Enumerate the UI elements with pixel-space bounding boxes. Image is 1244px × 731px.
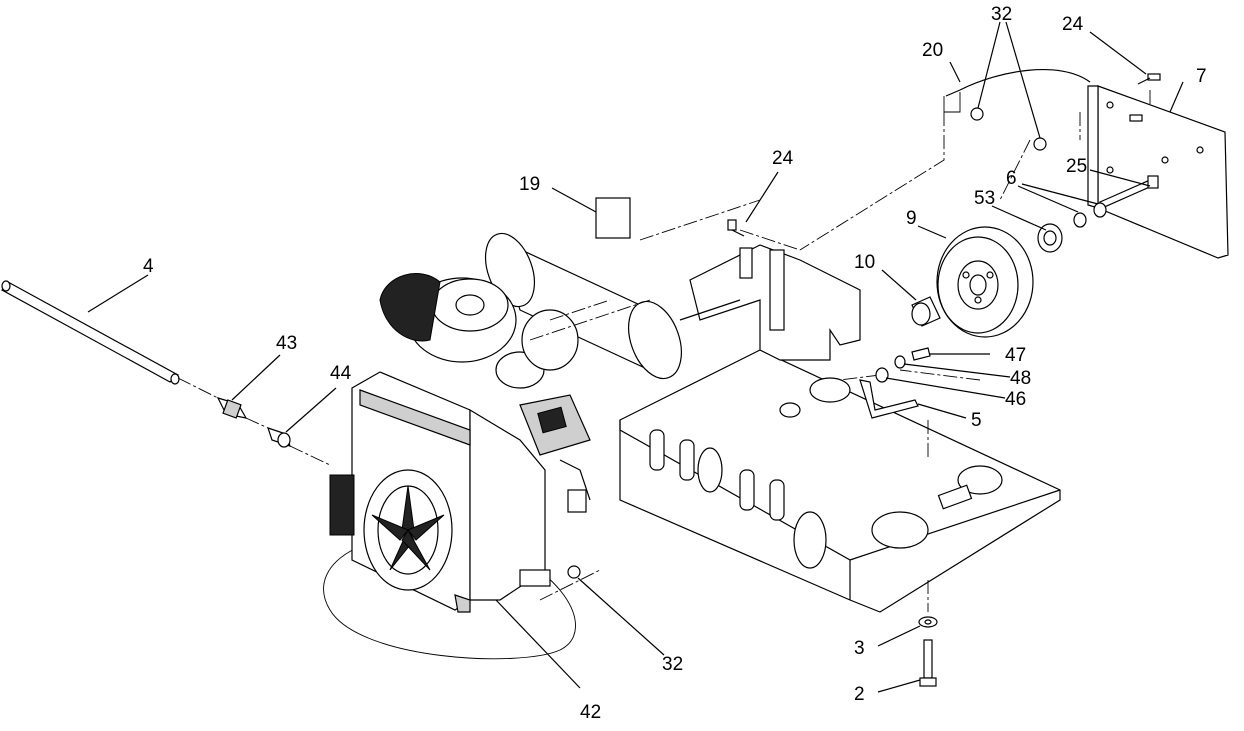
washer-46 <box>875 367 889 383</box>
bolt-47 <box>911 347 931 361</box>
frame-bracket <box>689 244 861 361</box>
callout-7: 7 <box>1196 66 1207 87</box>
callout-47: 47 <box>1005 345 1026 366</box>
guard-bracket <box>1087 85 1229 259</box>
bearing <box>1037 223 1063 253</box>
callout-32-bottom: 32 <box>662 654 683 675</box>
link-rod <box>859 379 919 419</box>
callout-48: 48 <box>1010 368 1031 389</box>
washers <box>1073 202 1107 228</box>
assembly-centerlines <box>177 90 1151 612</box>
fitting <box>216 397 248 419</box>
callout-24-mid: 24 <box>772 148 794 169</box>
washer-48 <box>894 355 906 369</box>
washer-3 <box>918 616 938 628</box>
callout-9: 9 <box>906 208 917 229</box>
mounting-plate <box>619 349 1061 613</box>
callout-labels: 32 24 20 7 25 6 53 24 19 9 10 4 43 44 47… <box>143 4 1207 723</box>
callout-5: 5 <box>971 410 982 431</box>
callout-3: 3 <box>854 638 865 659</box>
callout-53: 53 <box>974 188 995 209</box>
flywheel-guard <box>363 469 453 591</box>
callout-4: 4 <box>143 256 154 277</box>
leader-lines <box>87 21 1184 693</box>
bolt-2 <box>919 639 937 687</box>
callout-43: 43 <box>276 333 297 354</box>
coupler <box>267 427 291 448</box>
callout-42: 42 <box>580 702 601 723</box>
callout-19: 19 <box>519 174 540 195</box>
callout-32-top: 32 <box>991 4 1012 25</box>
engine <box>329 273 591 613</box>
heat-shield <box>595 197 631 239</box>
callout-20: 20 <box>922 40 943 61</box>
callout-44: 44 <box>330 363 352 384</box>
rod <box>1 280 180 385</box>
nut-32-left <box>970 107 984 121</box>
callout-10: 10 <box>854 252 875 273</box>
nut-32-right <box>1033 137 1047 151</box>
callout-46: 46 <box>1005 389 1026 410</box>
callout-2: 2 <box>854 684 865 705</box>
callout-25: 25 <box>1066 156 1087 177</box>
spacer <box>911 296 941 327</box>
muffler <box>484 232 741 380</box>
bolt-24-upper <box>1137 73 1161 85</box>
pulley <box>936 226 1034 338</box>
nut-32-lower <box>567 565 581 579</box>
callout-6: 6 <box>1006 168 1017 189</box>
belt-guard <box>945 68 1091 97</box>
bolt-24-bracket <box>727 219 745 237</box>
callout-24-top: 24 <box>1062 14 1084 35</box>
